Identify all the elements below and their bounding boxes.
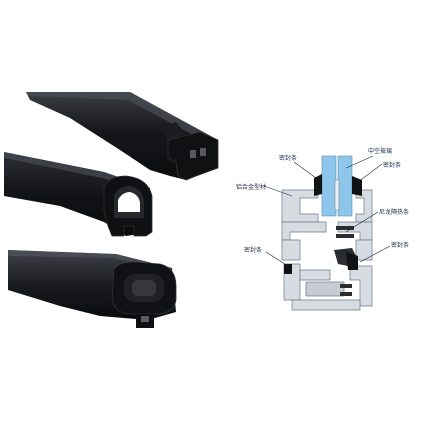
aluminum-frame-profile	[281, 189, 373, 311]
rubber-strip-photo-middle	[4, 152, 153, 237]
rubber-strip-photo-bottom	[8, 250, 177, 328]
strip-bottom-end-profile	[111, 261, 177, 328]
strip-top-end-profile	[160, 122, 219, 181]
label-seal-left-bottom: 密封条	[244, 246, 262, 254]
window-section-diagram: 密封条 中空玻璃 密封条 铝合金型材 尼龙隔热条 密封条 密封条	[236, 147, 409, 311]
strip-middle-end-profile	[103, 175, 153, 237]
rubber-seals	[284, 174, 362, 274]
label-seal-right-top: 密封条	[383, 161, 401, 169]
rubber-strip-photo-top	[26, 92, 219, 181]
insulating-glass-unit	[321, 155, 353, 217]
label-seal-right-bottom: 密封条	[391, 241, 409, 249]
label-aluminum-profile: 铝合金型材	[236, 183, 266, 191]
label-nylon-strip: 尼龙隔热条	[379, 208, 409, 216]
label-insulating-glass: 中空玻璃	[368, 147, 392, 155]
callout-leaders	[263, 155, 391, 267]
label-seal-top: 密封条	[279, 154, 297, 162]
